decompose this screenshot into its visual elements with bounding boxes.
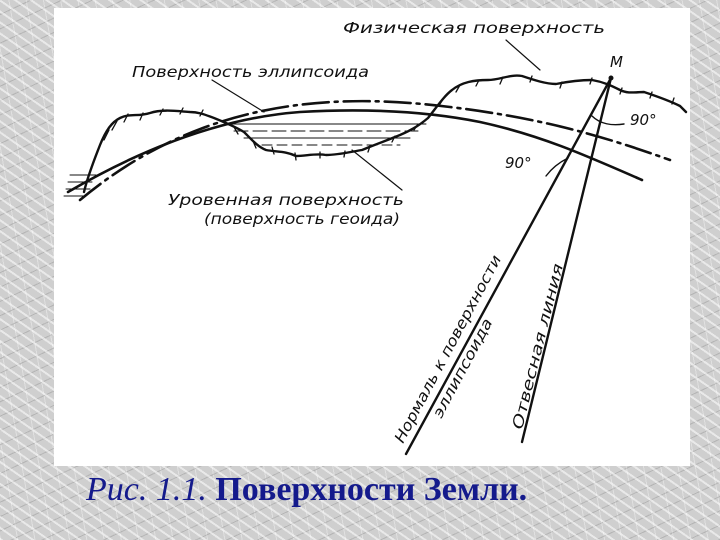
earth-surfaces-diagram: Физическая поверхность М Поверхность элл… bbox=[63, 19, 688, 456]
left-water-hatching bbox=[63, 174, 97, 197]
label-point-m: М bbox=[610, 53, 623, 71]
figure-panel: Физическая поверхность М Поверхность элл… bbox=[54, 8, 690, 466]
right-angle-arc-geoid bbox=[545, 157, 569, 177]
caption-number: Рис. 1.1. bbox=[86, 471, 207, 508]
water-lines bbox=[225, 123, 427, 146]
label-angle-right: 90° bbox=[630, 111, 657, 129]
label-physical-surface: Физическая поверхность bbox=[343, 19, 605, 37]
label-level-surface: Уровенная поверхность bbox=[168, 191, 404, 209]
leader-ellipsoid bbox=[211, 79, 265, 113]
plumb-line bbox=[520, 76, 613, 444]
figure-caption: Рис. 1.1. Поверхности Земли. bbox=[86, 468, 527, 512]
physical-surface-line bbox=[82, 74, 688, 194]
label-plumb-line: Отвесная линия bbox=[508, 262, 567, 431]
label-level-surface-geoid: (поверхность геоида) bbox=[204, 210, 400, 228]
leader-level bbox=[351, 149, 403, 191]
caption-text: Поверхности Земли. bbox=[215, 471, 528, 508]
label-angle-left: 90° bbox=[505, 154, 532, 172]
level-surface-line bbox=[66, 109, 644, 194]
label-normal: Нормаль к поверхности bbox=[391, 252, 506, 446]
right-angle-arc-ellipsoid bbox=[591, 115, 625, 126]
ellipsoid-surface-line bbox=[78, 99, 672, 202]
leader-physical bbox=[505, 39, 541, 71]
ellipsoid-normal-line bbox=[404, 76, 613, 456]
label-ellipsoid-surface: Поверхность эллипсоида bbox=[132, 63, 369, 81]
terrain-hatching bbox=[103, 75, 675, 161]
point-m-marker bbox=[608, 75, 614, 81]
